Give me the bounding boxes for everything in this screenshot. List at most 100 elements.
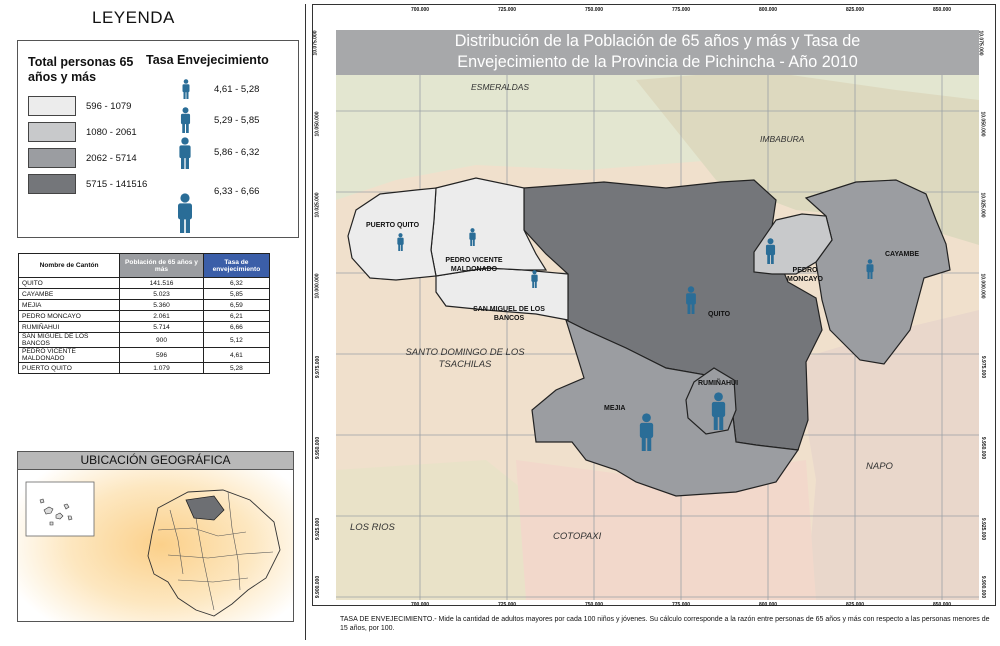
location-inset: UBICACIÓN GEOGRÁFICA: [17, 451, 294, 622]
population-cell: 596: [119, 347, 204, 363]
map-title-line: Envejecimiento de la Provincia de Pichin…: [457, 53, 858, 71]
x-tick-top: 725.000: [498, 7, 517, 13]
y-tick-left: 9.925.000: [315, 517, 322, 541]
person-icon: [639, 413, 654, 451]
x-tick-top: 825.000: [846, 7, 865, 13]
legend-title: LEYENDA: [92, 8, 175, 27]
ecuador-location-map: [25, 481, 281, 617]
population-cell: 900: [119, 332, 204, 348]
x-tick-bottom: 825.000: [846, 602, 865, 608]
label-santo-domingo: SANTO DOMINGO DE LOS TSACHILAS: [405, 347, 525, 370]
y-tick-left: 10.075.000: [312, 30, 319, 56]
population-class-label: 5715 - 141516: [86, 179, 148, 190]
population-swatch-1: [28, 96, 76, 116]
population-cell: 1.079: [119, 362, 204, 374]
population-cell: 5.023: [119, 288, 204, 300]
y-tick-left: 9.900.000: [315, 575, 322, 599]
person-icon: [180, 107, 191, 133]
label-puerto-quito: PUERTO QUITO: [366, 222, 420, 229]
label-cotopaxi: COTOPAXI: [553, 531, 602, 542]
label-los-rios: LOS RIOS: [350, 522, 395, 533]
footnote: TASA DE ENVEJECIMIENTO.- Mide la cantida…: [340, 616, 990, 632]
canton-name-cell: PUERTO QUITO: [17, 362, 121, 374]
label-esmeraldas: ESMERALDAS: [471, 82, 530, 92]
rate-cell: 6,21: [202, 310, 271, 322]
label-pedro-vicente: PEDRO VICENTE MALDONADO: [445, 257, 503, 273]
label-san-miguel: SAN MIGUEL DE LOS BANCOS: [473, 306, 545, 322]
x-tick-bottom: 850.000: [933, 602, 952, 608]
population-cell: 5.360: [119, 299, 204, 311]
population-cell: 5.714: [119, 321, 204, 333]
map-title-line: Distribución de la Población de 65 años …: [454, 32, 861, 50]
population-class-label: 596 - 1079: [86, 101, 132, 112]
person-icon: [531, 270, 538, 288]
canton-name-cell: MEJIA: [17, 299, 121, 311]
canton-name-cell: QUITO: [17, 277, 121, 289]
y-tick-right: 10.050.000: [979, 111, 986, 137]
label-cayambe: CAYAMBE: [885, 251, 920, 258]
region-napo: [796, 310, 979, 600]
population-cell: 141.516: [119, 277, 204, 289]
y-tick-left: 10.000.000: [314, 273, 321, 299]
person-icon: [765, 238, 776, 264]
person-icon: [178, 193, 192, 233]
rate-class-label: 5,29 - 5,85: [214, 115, 260, 126]
person-icon: [711, 392, 726, 430]
x-tick-bottom: 750.000: [585, 602, 604, 608]
person-icon: [397, 233, 404, 251]
x-tick-bottom: 725.000: [498, 602, 517, 608]
y-tick-right: 10.075.000: [977, 30, 984, 56]
canton-mejia: [531, 318, 800, 497]
label-pedro-moncayo: PEDRO MONCAYO: [787, 267, 823, 283]
rate-cell: 6,66: [202, 321, 271, 333]
y-tick-left: 10.050.000: [314, 111, 321, 137]
label-quito: QUITO: [708, 311, 731, 318]
population-swatch-2: [28, 122, 76, 142]
rate-cell: 5,12: [202, 332, 271, 348]
rate-cell: 6,59: [202, 299, 271, 311]
rate-legend-heading: Tasa Envejecimiento: [146, 53, 269, 67]
canton-name-cell: PEDRO MONCAYO: [17, 310, 121, 322]
canton-name-cell: RUMIÑAHUI: [17, 321, 121, 333]
rate-cell: 5,28: [202, 362, 271, 374]
population-class-label: 1080 - 2061: [86, 127, 137, 138]
rate-class-label: 4,61 - 5,28: [214, 84, 260, 95]
person-icon: [179, 137, 191, 169]
y-tick-right: 9.975.000: [980, 355, 987, 379]
canton-table: Nombre de Cantón Población de 65 años y …: [17, 253, 271, 374]
map-title: Distribución de la Población de 65 años …: [336, 30, 979, 75]
map-frame: [312, 4, 996, 606]
table-header: Tasa de envejecimiento: [202, 253, 271, 278]
panel-divider: [305, 4, 306, 640]
x-tick-top: 800.000: [759, 7, 778, 13]
table-header: Población de 65 años y más: [119, 253, 204, 278]
y-tick-right: 10.000.000: [979, 273, 986, 299]
y-tick-right: 9.925.000: [980, 517, 987, 541]
canton-name-cell: PEDRO VICENTE MALDONADO: [17, 347, 121, 363]
x-tick-top: 750.000: [585, 7, 604, 13]
location-title: UBICACIÓN GEOGRÁFICA: [18, 452, 293, 470]
x-tick-bottom: 775.000: [672, 602, 691, 608]
y-tick-left: 9.950.000: [315, 436, 322, 460]
rate-class-label: 6,33 - 6,66: [214, 186, 260, 197]
rate-cell: 5,85: [202, 288, 271, 300]
person-icon: [469, 228, 476, 246]
population-class-label: 2062 - 5714: [86, 153, 137, 164]
label-ruminahui: RUMIÑAHUI: [698, 380, 739, 387]
region-los-rios: [336, 460, 536, 600]
rate-cell: 4,61: [202, 347, 271, 363]
label-napo: NAPO: [866, 461, 893, 472]
y-tick-right: 9.950.000: [980, 436, 987, 460]
person-icon: [866, 259, 874, 279]
person-icon: [182, 79, 190, 99]
x-tick-bottom: 800.000: [759, 602, 778, 608]
canton-rumiñahui: [685, 367, 737, 435]
canton-puerto-quito: [347, 187, 437, 281]
person-icon: [686, 286, 696, 314]
label-imbabura: IMBABURA: [760, 134, 805, 144]
region-cotopaxi: [516, 460, 816, 600]
